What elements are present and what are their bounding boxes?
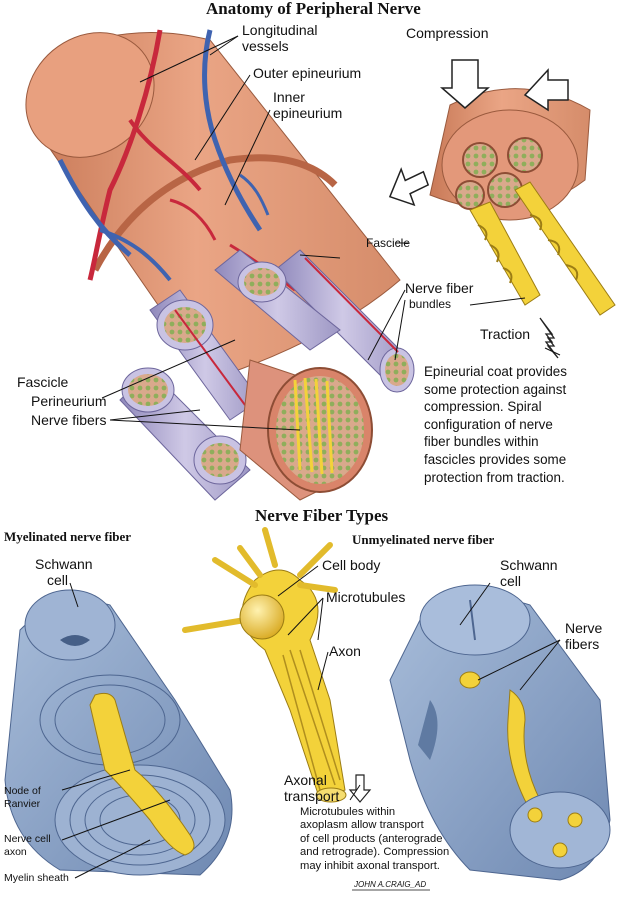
compression-traction-drawing: [388, 59, 616, 359]
label-nerve-cell-axon-line2: axon: [4, 846, 27, 858]
caption-epineurial-line: some protection against: [424, 381, 567, 397]
label-compression: Compression: [406, 25, 489, 41]
caption-microtubules-line: and retrograde). Compression: [300, 846, 450, 859]
label-nerve-cell-axon-line1: Nerve cell: [4, 833, 51, 845]
unmyelinated-fiber-drawing: [389, 584, 611, 881]
label-node-of-ranvier-line2: Ranvier: [4, 798, 41, 810]
caption-microtubules-line: axoplasm allow transport: [300, 819, 424, 832]
main-title: Anatomy of Peripheral Nerve: [206, 0, 421, 18]
caption-microtubules-line: Microtubules within: [300, 806, 396, 818]
label-nerve-fibers: Nerve fibers: [31, 412, 107, 428]
label-traction: Traction: [480, 326, 531, 342]
caption-microtubules-line: of cell products (anterograde: [300, 832, 443, 845]
label-nerve-fibers-right-line1: Nerve: [565, 620, 603, 636]
caption-epineurial: Epineurial coat provides some protection…: [424, 363, 567, 486]
caption-epineurial-line: Epineurial coat provides: [424, 364, 567, 379]
label-fascicle: Fascicle: [17, 374, 69, 390]
label-schwann-right-line1: Schwann: [500, 557, 558, 573]
label-axonal-transport-line1: Axonal: [284, 772, 327, 788]
label-perineurium: Perineurium: [31, 393, 107, 409]
caption-epineurial-line: compression. Spiral: [424, 399, 542, 415]
label-nerve-fiber-line2: bundles: [409, 297, 452, 311]
myelinated-title: Myelinated nerve fiber: [4, 529, 132, 544]
label-myelin-sheath: Myelin sheath: [4, 872, 69, 884]
unmyelinated-title: Unmyelinated nerve fiber: [352, 532, 495, 547]
myelinated-fiber-drawing: [4, 589, 233, 876]
label-longitudinal-vessels-line2: vessels: [242, 38, 289, 54]
caption-epineurial-line: fascicles provides some: [424, 451, 567, 467]
label-cell-body: Cell body: [322, 557, 381, 573]
label-axon: Axon: [329, 643, 361, 659]
leader-lines: [61, 35, 561, 879]
caption-epineurial-line: protection from traction.: [424, 469, 565, 485]
label-schwann-right-line2: cell: [500, 573, 522, 589]
label-node-of-ranvier-line1: Node of: [4, 785, 41, 797]
caption-epineurial-line: fiber bundles within: [424, 434, 539, 450]
label-inner-epineurium-line2: epineurium: [273, 105, 343, 121]
caption-microtubules: Microtubules within axoplasm allow trans…: [300, 806, 449, 873]
neuron-drawing: [182, 527, 372, 803]
peripheral-nerve-drawing: [25, 29, 415, 501]
label-outer-epineurium: Outer epineurium: [253, 65, 362, 81]
types-title: Nerve Fiber Types: [255, 506, 389, 525]
label-nerve-fibers-right-line2: fibers: [565, 636, 600, 652]
label-axonal-transport-line2: transport: [284, 788, 340, 804]
label-inner-epineurium-line1: Inner: [273, 89, 305, 105]
label-nerve-fiber-line1: Nerve fiber: [405, 280, 474, 296]
label-schwann-left-line2: cell: [47, 572, 69, 588]
caption-microtubules-line: may inhibit axonal transport.: [300, 859, 440, 872]
label-microtubules: Microtubules: [326, 589, 406, 605]
artist-signature: JOHN A.CRAIG_AD: [354, 880, 427, 889]
label-fascicle-small: Fascicle: [366, 236, 411, 250]
label-schwann-left-line1: Schwann: [35, 556, 93, 572]
label-longitudinal-vessels-line1: Longitudinal: [242, 22, 318, 38]
caption-epineurial-line: configuration of nerve: [424, 416, 553, 432]
